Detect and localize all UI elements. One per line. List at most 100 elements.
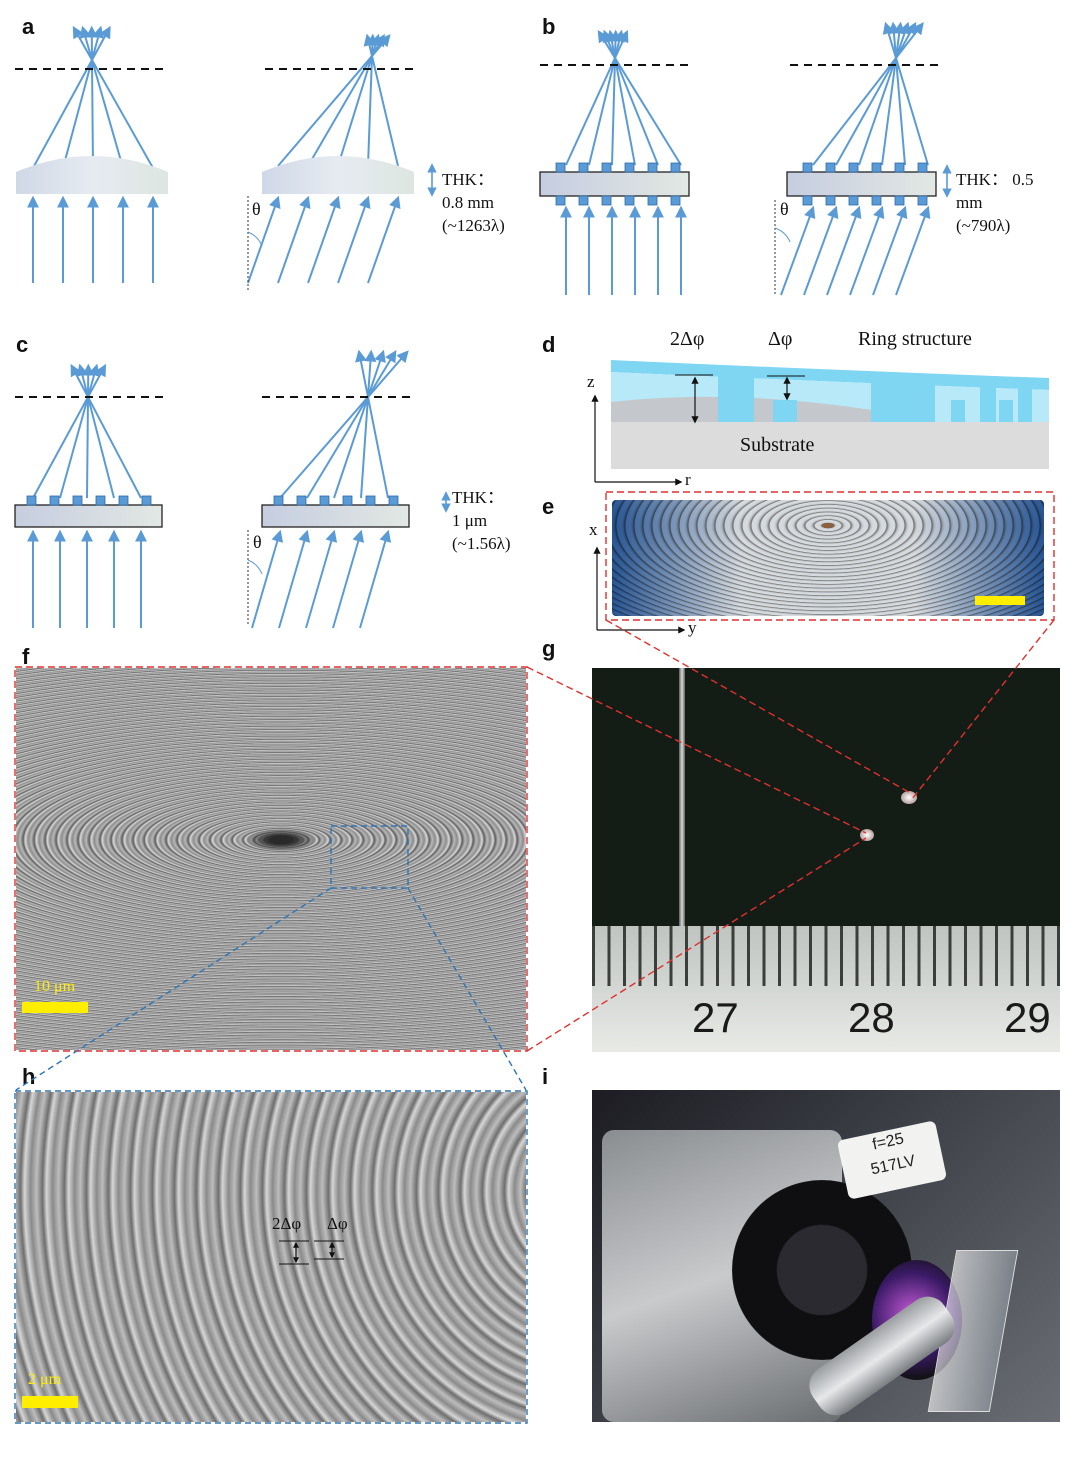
meta-atom-67 (578, 195, 589, 206)
panel-letter-h: h (22, 1064, 36, 1089)
g-metalens-2 (860, 829, 874, 841)
meta-atom-93 (141, 495, 152, 506)
refractive-lens-a1 (16, 156, 168, 194)
ray-segment-61 (360, 349, 377, 499)
thk-b-line1: THK： 0.5 (956, 170, 1034, 189)
h-label-2dphi: 2Δφ (272, 1214, 302, 1233)
ray-segment-9 (72, 25, 154, 169)
ray-segment-36 (826, 205, 862, 296)
pillars-layer (26, 162, 928, 506)
thk-c-line2: 1 μm (452, 511, 488, 530)
meta-atom-98 (365, 495, 376, 506)
ray-segment-42 (895, 205, 931, 296)
meta-atom-75 (670, 195, 681, 206)
meta-atom-78 (825, 162, 836, 173)
ring-pillar-6 (999, 400, 1013, 422)
angle-arc-c (247, 559, 263, 575)
d-axis-z-label: z (587, 372, 595, 391)
thk-label-b: THK： 0.5 mm (~790λ) (956, 168, 1033, 237)
thk-a-line1: THK： (442, 170, 494, 189)
ray-segment-40 (872, 205, 908, 296)
ray-segment-55 (279, 350, 409, 499)
h-label-dphi: Δφ (327, 1214, 348, 1233)
meta-atom-87 (917, 195, 928, 206)
meta-atom-95 (296, 495, 307, 506)
thk-label-c: THK： 1 μm (~1.56λ) (452, 486, 511, 555)
panel-letter-c: c (16, 332, 29, 357)
ray-segment-62 (359, 529, 392, 629)
meta-atom-79 (825, 195, 836, 206)
f-scale-label: 10 μm (34, 978, 76, 995)
ray-segment-56 (278, 529, 311, 629)
ring-pillar-5 (980, 376, 996, 422)
d-axis-r-label: r (685, 470, 691, 489)
thk-b-line3: (~790λ) (956, 216, 1011, 235)
panel-letter-a: a (22, 14, 35, 39)
ray-diagrams (14, 21, 952, 629)
g-ruler-ticks (592, 926, 1060, 986)
sem-image-h (16, 1092, 526, 1422)
meta-atom-84 (894, 162, 905, 173)
ray-segment-12 (277, 195, 311, 284)
ray-segment-47 (59, 363, 100, 499)
substrate-b1 (539, 171, 690, 197)
ray-segment-3 (62, 25, 104, 169)
meta-atom-99 (388, 495, 399, 506)
g-ruler-number-27: 27 (692, 994, 739, 1041)
ring-pillar-3 (871, 374, 935, 422)
ray-segment-38 (849, 205, 885, 296)
meta-atom-77 (802, 195, 813, 206)
ray-segment-43 (882, 21, 929, 166)
rays-layer (27, 21, 931, 629)
refractive-lens-a2 (262, 156, 414, 194)
theta-label-a: θ (252, 199, 261, 219)
meta-atom-82 (871, 162, 882, 173)
theta-label-c: θ (253, 532, 262, 552)
ray-segment-58 (305, 529, 338, 629)
thk-b-line2: mm (956, 193, 983, 212)
thk-a-line3: (~1263λ) (442, 216, 505, 235)
h-scale-bar (22, 1396, 78, 1408)
meta-atom-89 (49, 495, 60, 506)
ray-segment-16 (337, 195, 371, 284)
thk-c-line3: (~1.56λ) (452, 534, 511, 553)
ray-segment-1 (32, 25, 111, 169)
thk-c-line1: THK： (452, 488, 504, 507)
g-ruler-number-29: 29 (1004, 994, 1051, 1041)
ray-segment-59 (333, 349, 386, 499)
ring-pillar-2 (773, 400, 797, 422)
meta-atom-91 (95, 495, 106, 506)
g-metalens-1 (901, 791, 917, 804)
angle-arc-a (247, 231, 263, 247)
meta-atom-97 (342, 495, 353, 506)
ray-segment-60 (332, 529, 365, 629)
panel-letter-i: i (542, 1064, 549, 1089)
g-ruler-number-28: 28 (848, 994, 895, 1041)
ray-segment-18 (367, 195, 401, 284)
theta-label-b: θ (780, 199, 789, 219)
panel-letter-e: e (542, 494, 555, 519)
meta-atom-71 (624, 195, 635, 206)
meta-atom-65 (555, 195, 566, 206)
ray-segment-54 (251, 529, 284, 629)
d-label-dphi: Δφ (768, 328, 793, 350)
lens-photo-e-scale-bar (975, 596, 1025, 605)
g-ruler: 27 28 29 (592, 926, 1060, 1052)
meta-atom-81 (848, 195, 859, 206)
panel-letter-b: b (542, 14, 556, 39)
meta-atom-85 (894, 195, 905, 206)
ray-segment-37 (858, 21, 911, 166)
lens-photo-g: 27 28 29 (592, 668, 1060, 1052)
ray-segment-33 (812, 22, 924, 166)
thk-label-a: THK： 0.8 mm (~1263λ) (442, 168, 505, 237)
meta-atom-90 (72, 495, 83, 506)
ray-segment-34 (803, 205, 839, 296)
meta-atom-72 (647, 162, 658, 173)
meta-atom-74 (670, 162, 681, 173)
panel-letter-f: f (22, 644, 30, 669)
panel-letter-d: d (542, 332, 556, 357)
ray-segment-49 (82, 363, 95, 499)
ray-segment-23 (588, 29, 625, 166)
ring-top-surface (611, 360, 1049, 390)
substrate-b2 (786, 171, 937, 197)
